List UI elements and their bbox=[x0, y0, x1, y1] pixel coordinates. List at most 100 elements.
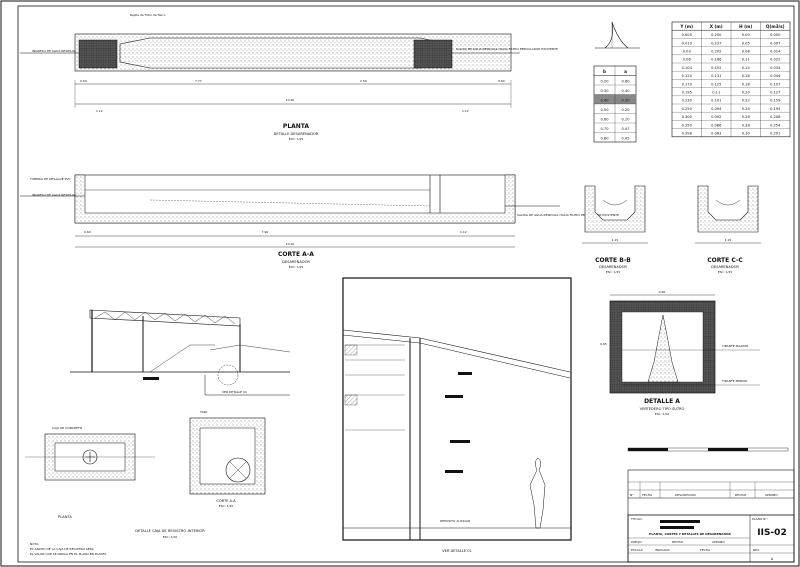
caja-planta-title: PLANTA bbox=[58, 515, 72, 519]
redacted-mark bbox=[660, 526, 694, 529]
tb-lamina: IIS-02 bbox=[757, 528, 786, 538]
table-cell: 0.20 bbox=[600, 79, 609, 83]
cc-scale: ESC: 1/25 bbox=[718, 270, 733, 274]
table-cell: 0.124 bbox=[682, 74, 693, 78]
aa-dim-b: 0.60 bbox=[84, 230, 91, 234]
redacted-mark bbox=[143, 377, 159, 380]
caja-detalle-scale: ESC: 1/10 bbox=[163, 535, 178, 539]
table-cell: 0.291 bbox=[770, 132, 780, 136]
table-cell: 0.107 bbox=[770, 82, 780, 86]
table-cell: 0.104 bbox=[682, 66, 693, 70]
table-header-cell: Y (m) bbox=[679, 24, 693, 29]
table-header-cell: X (m) bbox=[710, 24, 723, 29]
table-cell: 0.11 bbox=[742, 58, 750, 62]
table-cell: 0.16 bbox=[742, 74, 751, 78]
section-aa: INGRESO DE AGUA RESIDUAL TUBERIA DE DESA… bbox=[20, 174, 619, 269]
table-cell: 0.208 bbox=[770, 115, 781, 119]
table-cell: 0.20 bbox=[742, 91, 751, 95]
section-cc: 1.15 CORTE C-C DESARENADOR ESC: 1/25 bbox=[695, 185, 761, 274]
deposito-label: DEPOSITO AUXILIAR bbox=[440, 519, 470, 523]
tb-col-apr: APROBO bbox=[765, 493, 778, 497]
table-cell: 0.125 bbox=[711, 82, 721, 86]
table-cell: 0.60 bbox=[621, 79, 630, 83]
scale-bars bbox=[627, 447, 789, 452]
table-cell: 0.202 bbox=[711, 50, 721, 54]
table-cell: 0.07 bbox=[621, 127, 629, 131]
detail-a-width: 0.90 bbox=[659, 290, 666, 294]
ver-detalle-label: VER DETALLE 01 bbox=[222, 390, 247, 394]
table-cell: 0.230 bbox=[682, 99, 693, 103]
table-cell: 0.28 bbox=[742, 123, 751, 127]
table-cell: 0.10 bbox=[621, 117, 630, 121]
table-cell: 0.60 bbox=[600, 117, 609, 121]
table-cell: 0.254 bbox=[770, 123, 781, 127]
tirante-minimo-label: TIRANTE MINIMO bbox=[721, 379, 748, 383]
table-cell: 0.083 bbox=[711, 132, 721, 136]
table-cell: 0.250 bbox=[711, 33, 722, 37]
redacted-mark bbox=[458, 372, 472, 375]
section-bb: 1.15 CORTE B-B DESARENADOR ESC: 1/25 bbox=[582, 185, 648, 274]
plan-scale: ESC: 1/25 bbox=[289, 137, 304, 141]
caja-corte-scale: ESC: 1/10 bbox=[219, 504, 234, 508]
tb-rev-label: REV. bbox=[753, 548, 760, 552]
table-cell: 0.195 bbox=[682, 91, 692, 95]
detail-a-title: DETALLE A bbox=[644, 398, 680, 405]
caja-corte-title: CORTE A-A bbox=[216, 499, 236, 503]
tb-col-desc: DESCRIPCION bbox=[675, 493, 696, 497]
tb-escala: ESCALA bbox=[631, 548, 644, 552]
table-cell: 0.094 bbox=[711, 107, 722, 111]
table-cell: 0.237 bbox=[711, 41, 721, 45]
tb-line1: PLANTA, CORTES Y DETALLES DE DESARENADOR bbox=[649, 532, 731, 536]
tb-proyecto-label: TITULO: bbox=[630, 517, 643, 521]
aa-scale: ESC: 1/25 bbox=[289, 265, 304, 269]
plan-subtitle: DETALLE DESARENADOR bbox=[274, 132, 319, 136]
ver-detalle-bottom-title: VER DETALLE 01 bbox=[442, 549, 472, 553]
tb-dibujo: DIBUJO bbox=[631, 540, 642, 544]
table-cell: 0.26 bbox=[742, 115, 751, 119]
plan-inlet-label: INGRESO DE AGUA RESIDUAL bbox=[32, 49, 77, 53]
plan-dim-total: 10.30 bbox=[286, 98, 295, 102]
tb-col-fecha: FECHA bbox=[642, 493, 653, 497]
redacted-mark bbox=[445, 470, 463, 473]
redacted-mark bbox=[660, 520, 700, 523]
detail-a: 0.90 0.65 TIRANTE MAXIMO TIRANTE MINIMO … bbox=[600, 290, 760, 416]
building-elevation: VER DETALLE 01 bbox=[70, 309, 291, 396]
table-cell: 0.010 bbox=[682, 41, 693, 45]
redacted-mark bbox=[450, 440, 470, 443]
table-cell: 0.101 bbox=[711, 99, 721, 103]
tirante-maximo-label: TIRANTE MAXIMO bbox=[721, 344, 749, 348]
table-cell: 0.127 bbox=[770, 91, 780, 95]
bb-subtitle: DESARENADOR bbox=[599, 265, 627, 269]
nota-line-2: EL VALOR QUE SE INDICA EN EL PLANO EN PL… bbox=[30, 552, 107, 556]
table-cell: 0.08 bbox=[742, 50, 751, 54]
caja-tapa-label: TAPA bbox=[199, 410, 208, 414]
plan-dim-e: 2.50 bbox=[360, 79, 367, 83]
inlet-grate bbox=[78, 39, 118, 69]
aa-dim-c: 1.12 bbox=[460, 230, 467, 234]
plan-dim-b: 1.12 bbox=[96, 109, 103, 113]
table-cell: 0.06 bbox=[683, 58, 692, 62]
table-cell: 0.05 bbox=[621, 136, 629, 140]
tb-col-no: N° bbox=[630, 493, 634, 497]
table-cell: 0.007 bbox=[770, 41, 780, 45]
table-cell: 0.22 bbox=[742, 99, 750, 103]
table-cell: 0.034 bbox=[770, 66, 781, 70]
table-cell: 0.005 bbox=[682, 33, 692, 37]
bb-width: 1.15 bbox=[612, 238, 619, 242]
tb-lamina-label: PLANO N°: bbox=[752, 517, 768, 521]
table-cell: 0.70 bbox=[600, 127, 609, 131]
tb-fecha: FECHA bbox=[700, 548, 711, 552]
table-cell: 0.50 bbox=[600, 108, 609, 112]
weir-sketch bbox=[595, 21, 640, 49]
plan-outlet-label: SALIDA DE AGUA RESIDUAL HACIA FILTRO PER… bbox=[456, 47, 558, 51]
table-cell: 0.40 bbox=[621, 89, 630, 93]
aa-dim-a: 7.90 bbox=[262, 230, 269, 234]
aa-pipe-label: TUBERIA DE DESAGUE PVC bbox=[29, 177, 71, 181]
table-cell: 0.30 bbox=[742, 132, 751, 136]
nota-label: NOTA: bbox=[30, 542, 39, 546]
table-cell: 0.350 bbox=[682, 123, 693, 127]
inner-border bbox=[17, 5, 795, 563]
